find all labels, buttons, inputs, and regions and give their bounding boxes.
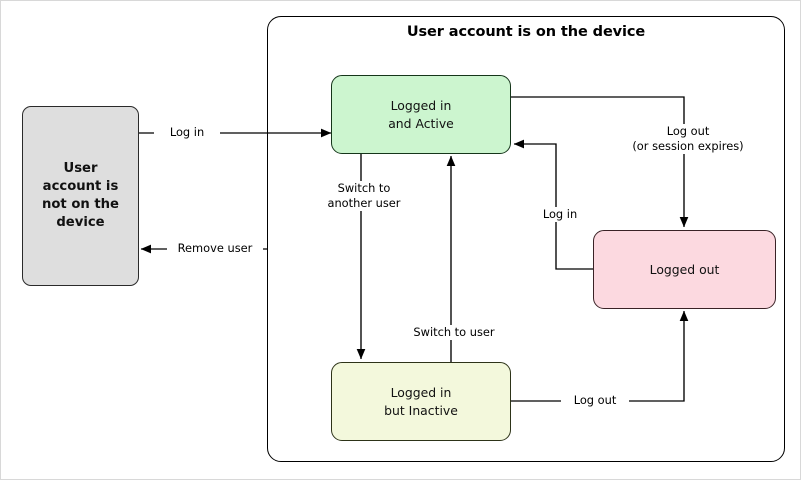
node-logged-out[interactable]: Logged out — [593, 230, 776, 309]
edge-label-remove-user: Remove user — [167, 241, 263, 257]
node-logged-in-but-inactive[interactable]: Logged in but Inactive — [331, 362, 511, 441]
edge-label-switch-to-user: Switch to user — [399, 325, 509, 341]
group-title: User account is on the device — [406, 24, 646, 40]
group-container-user-account-on-device — [267, 16, 785, 462]
edge-label-log-out-session: Log out (or session expires) — [619, 124, 757, 155]
edge-label-switch-another-user: Switch to another user — [311, 181, 417, 212]
node-user-account-not-on-device[interactable]: User account is not on the device — [22, 106, 139, 286]
edge-label-log-in-back: Log in — [528, 207, 592, 223]
node-logged-in-and-active[interactable]: Logged in and Active — [331, 75, 511, 154]
edge-label-log-out-inactive: Log out — [561, 393, 629, 409]
edge-label-log-in-enter: Log in — [154, 125, 220, 141]
